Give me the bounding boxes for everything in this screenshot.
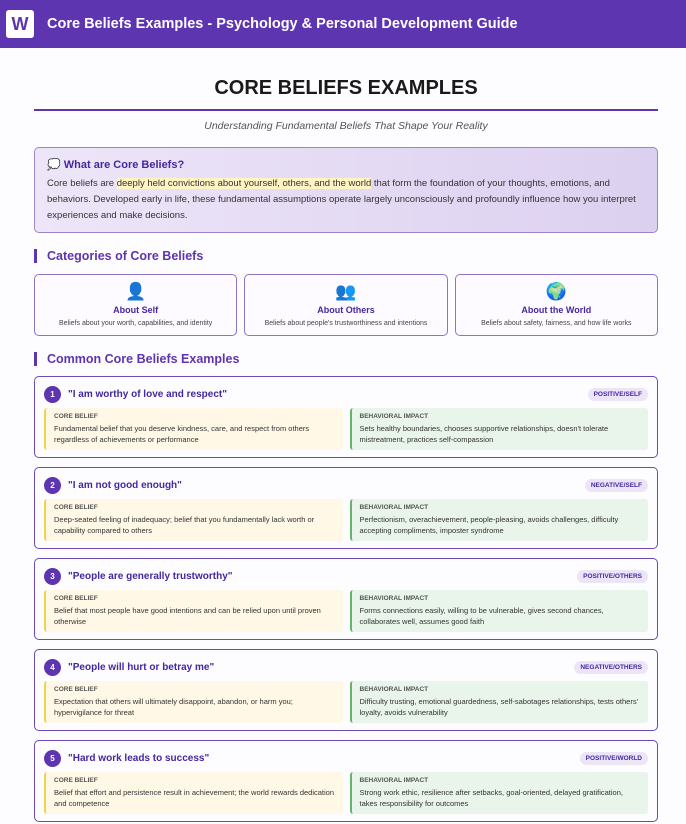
category-desc: Beliefs about safety, fairness, and how … bbox=[481, 320, 632, 327]
category-title: About Self bbox=[113, 305, 159, 315]
behavioral-impact-panel: BEHAVIORAL IMPACT Forms connections easi… bbox=[349, 590, 648, 632]
page-subtitle: Understanding Fundamental Beliefs That S… bbox=[204, 120, 488, 132]
belief-card: 1 "I am worthy of love and respect" POSI… bbox=[34, 376, 658, 458]
behavioral-impact-label: BEHAVIORAL IMPACT bbox=[359, 686, 429, 693]
belief-number: 2 bbox=[44, 476, 61, 494]
belief-card: 2 "I am not good enough" NEGATIVE/SELF C… bbox=[34, 467, 658, 549]
intro-box: 💭 What are Core Beliefs? Core beliefs ar… bbox=[34, 147, 658, 233]
behavioral-impact-text: Strong work ethic, resilience after setb… bbox=[359, 788, 623, 808]
belief-number: 1 bbox=[44, 385, 61, 403]
core-belief-label: CORE BELIEF bbox=[54, 686, 98, 693]
belief-card: 5 "Hard work leads to success" POSITIVE/… bbox=[34, 740, 658, 822]
behavioral-impact-text: Perfectionism, overachievement, people-p… bbox=[359, 515, 619, 535]
thought-bubble-icon: 💭 bbox=[47, 159, 61, 171]
core-belief-label: CORE BELIEF bbox=[54, 504, 98, 511]
intro-heading-text: What are Core Beliefs? bbox=[63, 159, 185, 171]
behavioral-impact-panel: BEHAVIORAL IMPACT Sets healthy boundarie… bbox=[349, 408, 648, 450]
behavioral-impact-label: BEHAVIORAL IMPACT bbox=[359, 777, 429, 784]
category-desc: Beliefs about people's trustworthiness a… bbox=[264, 320, 428, 327]
core-belief-text: Deep-seated feeling of inadequacy; belie… bbox=[54, 515, 315, 535]
people-icon: 👥 bbox=[335, 282, 357, 301]
belief-quote: "People will hurt or betray me" bbox=[68, 661, 215, 673]
belief-type-badge: POSITIVE/OTHERS bbox=[577, 569, 648, 583]
page-title: CORE BELIEFS EXAMPLES bbox=[34, 77, 658, 111]
core-belief-label: CORE BELIEF bbox=[54, 595, 98, 602]
core-belief-panel: CORE BELIEF Belief that most people have… bbox=[44, 590, 343, 632]
belief-type-badge: NEGATIVE/OTHERS bbox=[574, 660, 648, 674]
intro-heading: 💭 What are Core Beliefs? bbox=[47, 158, 645, 171]
intro-text: Core beliefs are deeply held convictions… bbox=[47, 176, 645, 224]
belief-card: 4 "People will hurt or betray me" NEGATI… bbox=[34, 649, 658, 731]
category-title: About Others bbox=[317, 305, 375, 315]
behavioral-impact-label: BEHAVIORAL IMPACT bbox=[359, 595, 429, 602]
behavioral-impact-label: BEHAVIORAL IMPACT bbox=[359, 504, 429, 511]
intro-text-end: that form the foundation of your thought… bbox=[47, 178, 636, 221]
core-belief-label: CORE BELIEF bbox=[54, 413, 98, 420]
categories-list: 👤 About Self Beliefs about your worth, c… bbox=[34, 274, 658, 336]
categories-heading: Categories of Core Beliefs bbox=[34, 249, 658, 263]
category-title: About the World bbox=[521, 305, 592, 315]
behavioral-impact-text: Difficulty trusting, emotional guardedne… bbox=[359, 697, 639, 717]
belief-type-badge: POSITIVE/SELF bbox=[587, 387, 648, 401]
app-header: W Core Beliefs Examples - Psychology & P… bbox=[0, 0, 686, 48]
person-icon: 👤 bbox=[125, 282, 147, 301]
main-content: CORE BELIEFS EXAMPLES Understanding Fund… bbox=[0, 77, 686, 822]
intro-text-start: Core beliefs are bbox=[47, 178, 117, 189]
app-title: Core Beliefs Examples - Psychology & Per… bbox=[47, 16, 518, 32]
examples-list: 1 "I am worthy of love and respect" POSI… bbox=[34, 376, 658, 822]
belief-quote: "People are generally trustworthy" bbox=[68, 570, 233, 582]
belief-type-badge: POSITIVE/WORLD bbox=[579, 751, 648, 765]
core-belief-panel: CORE BELIEF Deep-seated feeling of inade… bbox=[44, 499, 343, 541]
core-belief-panel: CORE BELIEF Fundamental belief that you … bbox=[44, 408, 343, 450]
core-belief-panel: CORE BELIEF Expectation that others will… bbox=[44, 681, 343, 723]
examples-heading: Common Core Beliefs Examples bbox=[34, 352, 658, 366]
belief-quote: "I am worthy of love and respect" bbox=[68, 388, 227, 400]
behavioral-impact-panel: BEHAVIORAL IMPACT Difficulty trusting, e… bbox=[349, 681, 648, 723]
belief-number: 4 bbox=[44, 658, 61, 676]
globe-icon: 🌍 bbox=[545, 282, 567, 301]
category-desc: Beliefs about your worth, capabilities, … bbox=[59, 320, 213, 327]
belief-quote: "Hard work leads to success" bbox=[68, 752, 210, 764]
belief-type-badge: NEGATIVE/SELF bbox=[584, 478, 648, 492]
behavioral-impact-panel: BEHAVIORAL IMPACT Perfectionism, overach… bbox=[349, 499, 648, 541]
category-card-world: 🌍 About the World Beliefs about safety, … bbox=[454, 274, 658, 336]
core-belief-text: Expectation that others will ultimately … bbox=[54, 697, 293, 717]
core-belief-text: Belief that most people have good intent… bbox=[54, 606, 321, 626]
behavioral-impact-text: Forms connections easily, willing to be … bbox=[359, 606, 604, 626]
core-belief-label: CORE BELIEF bbox=[54, 777, 98, 784]
belief-quote: "I am not good enough" bbox=[68, 479, 182, 491]
site-logo[interactable]: W bbox=[6, 10, 34, 38]
core-belief-text: Belief that effort and persistence resul… bbox=[54, 788, 335, 808]
behavioral-impact-panel: BEHAVIORAL IMPACT Strong work ethic, res… bbox=[349, 772, 648, 814]
core-belief-panel: CORE BELIEF Belief that effort and persi… bbox=[44, 772, 343, 814]
belief-card: 3 "People are generally trustworthy" POS… bbox=[34, 558, 658, 640]
belief-number: 3 bbox=[44, 567, 61, 585]
behavioral-impact-text: Sets healthy boundaries, chooses support… bbox=[359, 424, 609, 444]
core-belief-text: Fundamental belief that you deserve kind… bbox=[54, 424, 310, 444]
belief-number: 5 bbox=[44, 749, 61, 767]
category-card-self: 👤 About Self Beliefs about your worth, c… bbox=[34, 274, 238, 336]
intro-highlight: deeply held convictions about yourself, … bbox=[116, 178, 372, 189]
behavioral-impact-label: BEHAVIORAL IMPACT bbox=[359, 413, 429, 420]
category-card-others: 👥 About Others Beliefs about people's tr… bbox=[244, 274, 448, 336]
